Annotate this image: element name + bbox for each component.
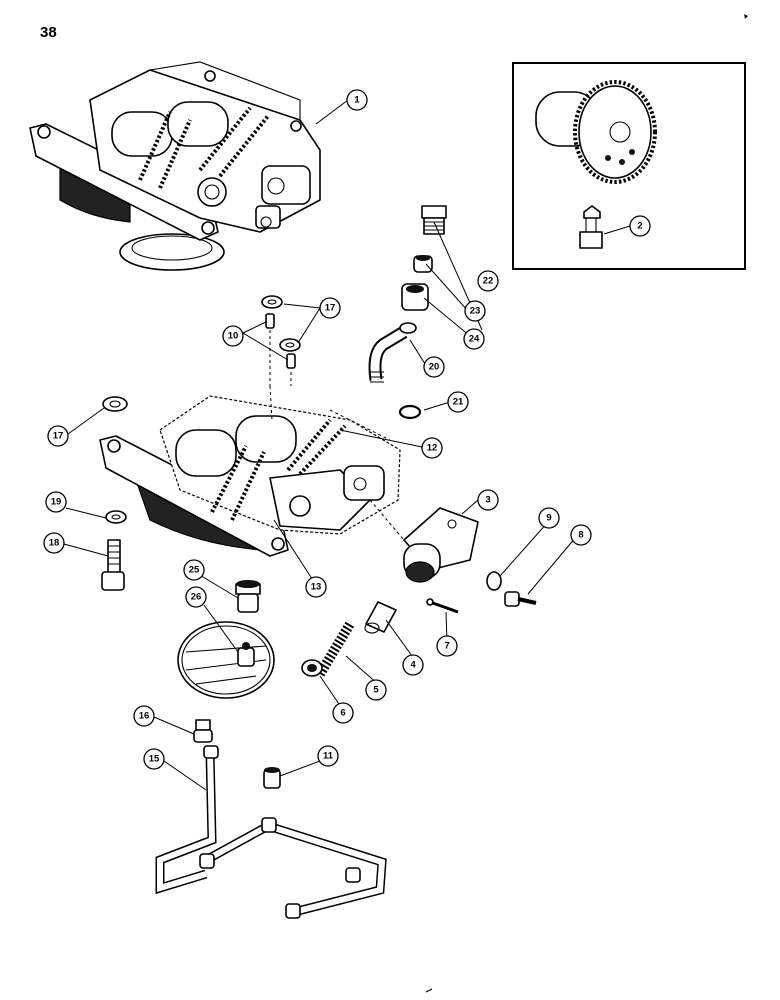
plunger-4 xyxy=(364,601,397,634)
svg-text:22: 22 xyxy=(483,276,494,287)
bolt-8 xyxy=(504,591,537,607)
svg-text:10: 10 xyxy=(228,331,239,342)
callout-4: 4 xyxy=(402,654,424,676)
svg-text:12: 12 xyxy=(427,443,438,454)
lock-washer-9 xyxy=(486,571,502,591)
dowel-pin-10-a xyxy=(265,313,275,329)
callout-10: 10 xyxy=(222,325,244,347)
svg-text:8: 8 xyxy=(578,530,583,541)
callout-15: 15 xyxy=(143,748,165,770)
callout-7: 7 xyxy=(436,635,458,657)
svg-text:23: 23 xyxy=(470,306,481,317)
callout-9: 9 xyxy=(538,507,560,529)
callout-23: 23 xyxy=(464,300,486,322)
callout-5: 5 xyxy=(365,679,387,701)
screw-detail xyxy=(579,205,603,249)
callout-17-top: 17 xyxy=(319,297,341,319)
sleeve-23 xyxy=(413,255,433,273)
callout-3: 3 xyxy=(477,489,499,511)
svg-text:9: 9 xyxy=(546,513,551,524)
svg-text:6: 6 xyxy=(340,708,345,719)
page-number: 38 xyxy=(40,24,57,41)
svg-text:25: 25 xyxy=(189,565,200,576)
elbow-fitting-22 xyxy=(421,205,447,235)
svg-text:1: 1 xyxy=(354,95,360,106)
inset-frame xyxy=(512,62,746,270)
svg-text:2: 2 xyxy=(637,221,642,232)
svg-text:13: 13 xyxy=(311,582,322,593)
callout-1: 1 xyxy=(346,89,368,111)
fitting-16 xyxy=(193,719,213,743)
oil-tube-15 xyxy=(155,745,387,919)
callout-12: 12 xyxy=(421,437,443,459)
svg-text:5: 5 xyxy=(373,685,379,696)
svg-text:16: 16 xyxy=(139,711,150,722)
bottom-mark xyxy=(425,988,433,993)
svg-text:26: 26 xyxy=(191,592,202,603)
shim-6 xyxy=(301,659,323,677)
svg-text:18: 18 xyxy=(49,538,60,549)
callout-6: 6 xyxy=(332,702,354,724)
svg-text:21: 21 xyxy=(453,397,464,408)
svg-text:20: 20 xyxy=(429,362,440,373)
callout-21: 21 xyxy=(447,391,469,413)
callout-22: 22 xyxy=(477,270,499,292)
fitting-25 xyxy=(235,580,261,613)
callout-8: 8 xyxy=(570,524,592,546)
callout-16: 16 xyxy=(133,705,155,727)
washer-17-top xyxy=(261,295,283,309)
screen-26 xyxy=(177,621,275,699)
callout-11: 11 xyxy=(317,745,339,767)
callout-2: 2 xyxy=(629,215,651,237)
drive-gear-detail xyxy=(535,80,657,184)
tube-20 xyxy=(368,322,417,383)
washer-19 xyxy=(105,510,127,524)
svg-text:17: 17 xyxy=(53,431,64,442)
washer-17-left xyxy=(102,396,128,412)
callout-25: 25 xyxy=(183,559,205,581)
callout-13: 13 xyxy=(305,576,327,598)
svg-text:7: 7 xyxy=(444,641,449,652)
svg-text:17: 17 xyxy=(325,303,336,314)
corner-mark xyxy=(744,14,748,19)
o-ring-21 xyxy=(398,404,422,420)
callout-20: 20 xyxy=(423,356,445,378)
oil-pump-assembly xyxy=(29,61,321,271)
callout-19: 19 xyxy=(45,491,67,513)
exploded-pump-housing xyxy=(99,385,401,557)
svg-text:15: 15 xyxy=(149,754,160,765)
callout-26: 26 xyxy=(185,586,207,608)
svg-text:19: 19 xyxy=(51,497,62,508)
svg-text:3: 3 xyxy=(485,495,490,506)
svg-text:4: 4 xyxy=(410,660,416,671)
valve-housing-3 xyxy=(403,507,479,583)
fitting-11 xyxy=(263,767,281,789)
svg-text:24: 24 xyxy=(469,334,480,345)
callout-24: 24 xyxy=(463,328,485,350)
callout-17-left: 17 xyxy=(47,425,69,447)
svg-text:11: 11 xyxy=(323,751,334,762)
dowel-pin-10-b xyxy=(286,353,296,369)
callout-18: 18 xyxy=(43,532,65,554)
cotter-pin-7 xyxy=(426,598,459,614)
washer-17-right xyxy=(279,338,301,352)
spring-5 xyxy=(315,621,355,677)
nut-24 xyxy=(401,283,429,311)
bolt-18 xyxy=(101,539,125,591)
